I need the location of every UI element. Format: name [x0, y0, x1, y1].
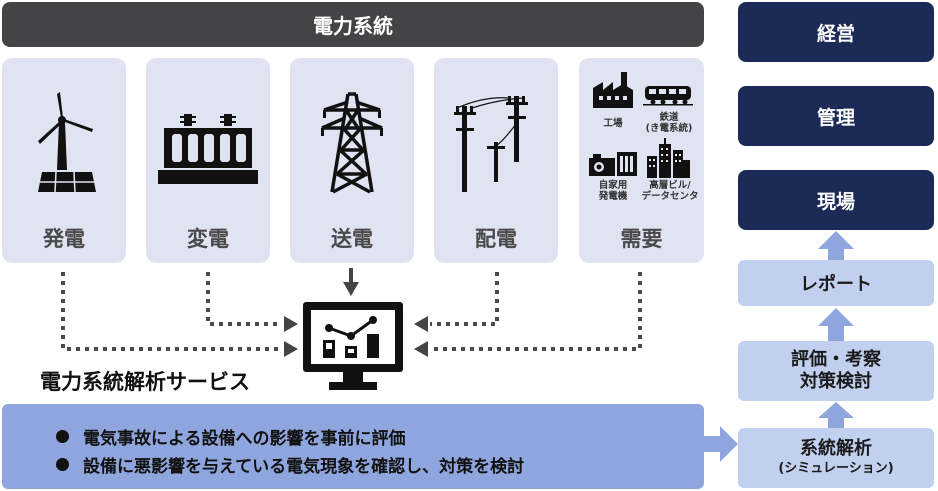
demand-generator-label: 自家用 発電機: [589, 180, 637, 202]
factory-icon: [593, 72, 633, 108]
card-demand: 工場 鉄道 (き電系統) 自家用 発電機: [579, 58, 704, 263]
bullet-item-1: 電気事故による設備への影響を事前に評価: [56, 424, 406, 449]
analysis-box: 系統解析 (シミュレーション): [738, 428, 934, 488]
card-label-transmission: 送電: [331, 227, 373, 251]
card-label-distribution: 配電: [475, 227, 517, 251]
demand-generator-line1: 自家用: [598, 180, 628, 191]
arrow-head-transmission: [343, 282, 359, 296]
arrow-head-distribution: [414, 316, 428, 332]
card-label-demand: 需要: [620, 227, 663, 251]
evaluation-box: 評価・考察 対策検討: [738, 341, 934, 401]
arrow-shaft-transmission: [349, 268, 353, 284]
analysis-monitor-icon: [303, 302, 403, 390]
card-distribution: 配電: [434, 58, 558, 263]
arrow-to-analysis-icon: [704, 426, 738, 462]
evaluation-line1: 評価・考察: [791, 349, 881, 370]
arrow-head-generation: [284, 341, 298, 357]
report-label: レポート: [800, 274, 872, 295]
transmission-tower-icon: [321, 92, 383, 194]
card-transmission: 送電: [290, 58, 414, 263]
power-system-header: 電力系統: [2, 2, 704, 47]
field-box: 現場: [738, 170, 934, 230]
service-title: 電力系統解析サービス: [40, 370, 250, 394]
demand-railway-label: 鉄道 (き電系統): [641, 112, 697, 134]
admin-box: 管理: [738, 86, 934, 146]
demand-railway-line1: 鉄道: [659, 112, 679, 123]
bullet-item-2: 設備に悪影響を与えている電気現象を確認し、対策を検討: [56, 452, 524, 477]
service-description-bar: 電気事故による設備への影響を事前に評価 設備に悪影響を与えている電気現象を確認し…: [2, 404, 704, 489]
bullet-dot-icon: [56, 458, 69, 471]
wind-turbine-solar-icon: [38, 92, 96, 193]
connector-generation: [61, 272, 282, 351]
substation-icon: [158, 114, 258, 184]
bullet-dot-icon: [56, 430, 69, 443]
highrise-building-icon: [647, 138, 690, 178]
arrow-up-to-report-icon: [818, 308, 854, 342]
arrow-head-substation: [284, 316, 298, 332]
analysis-line2: (シミュレーション): [778, 461, 894, 476]
bullet-text-1: 電気事故による設備への影響を事前に評価: [83, 429, 406, 449]
demand-building-label: 高層ビル/ データセンタ: [639, 180, 701, 202]
card-substation: 変電: [146, 58, 270, 263]
demand-building-line2: データセンタ: [641, 191, 699, 202]
analysis-line1: 系統解析: [800, 438, 872, 459]
generator-icon: [589, 152, 637, 176]
card-generation: 発電: [2, 58, 126, 263]
utility-pole-icon: [454, 96, 528, 192]
demand-building-line1: 高層ビル/: [649, 180, 691, 191]
connector-demand: [430, 272, 642, 351]
train-icon: [643, 86, 693, 106]
connector-distribution: [430, 272, 499, 326]
card-label-substation: 変電: [187, 227, 229, 251]
card-label-generation: 発電: [43, 227, 85, 251]
arrow-up-to-evaluation-icon: [818, 402, 854, 430]
demand-generator-line2: 発電機: [598, 191, 628, 202]
demand-factory-label: 工場: [603, 118, 623, 129]
arrow-up-to-field-icon: [818, 231, 854, 261]
report-box: レポート: [738, 260, 934, 306]
management-box: 経営: [738, 2, 934, 62]
demand-railway-line2: (き電系統): [645, 123, 693, 134]
evaluation-line2: 対策検討: [800, 371, 872, 392]
connector-substation: [206, 272, 282, 326]
bullet-text-2: 設備に悪影響を与えている電気現象を確認し、対策を検討: [83, 457, 525, 477]
arrow-head-demand: [414, 341, 428, 357]
